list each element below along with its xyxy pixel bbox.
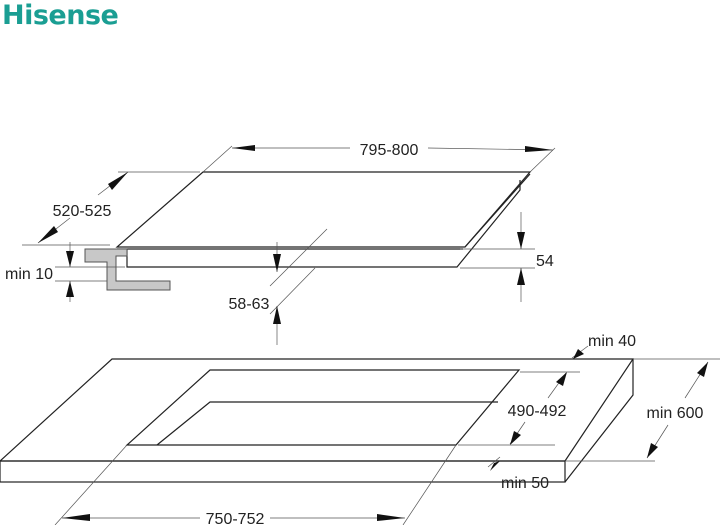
arrow-icon	[525, 146, 553, 152]
arrow-icon	[108, 172, 128, 190]
arrow-icon	[232, 145, 255, 151]
dim-width-label: 795-800	[360, 142, 419, 159]
dim-worktop-depth-label: min 600	[647, 405, 704, 422]
dim-width: 795-800	[202, 142, 556, 173]
arrow-icon	[697, 362, 708, 377]
dim-worktop-depth: min 600	[565, 358, 720, 462]
arrow-icon	[273, 254, 281, 272]
dim-depth: 520-525	[22, 171, 200, 246]
worktop-drawing	[0, 358, 635, 483]
dim-cutout-depth: 490-492	[458, 371, 580, 446]
arrow-icon	[62, 514, 90, 521]
arrow-icon	[66, 251, 74, 267]
dim-front-margin: min 50	[487, 456, 549, 492]
dim-cutout-width-label: 750-752	[206, 511, 265, 525]
arrow-icon	[556, 372, 567, 386]
arrow-icon	[647, 443, 658, 458]
arrow-icon	[38, 226, 58, 243]
arrow-icon	[273, 306, 281, 324]
mounting-bracket	[84, 248, 171, 291]
arrow-icon	[377, 514, 405, 521]
arrow-icon	[510, 431, 521, 445]
dim-depth-label: 520-525	[53, 203, 112, 220]
dim-cutout-width: 750-752	[54, 444, 457, 525]
dim-total-height-label: 58-63	[229, 296, 270, 313]
dim-hob-height-label: 54	[536, 253, 554, 270]
dim-cutout-depth-label: 490-492	[508, 403, 567, 420]
dim-back-margin: min 40	[571, 333, 636, 359]
dim-clearance: min 10	[5, 242, 125, 302]
dim-total-height: 58-63	[229, 228, 328, 345]
dim-back-margin-label: min 40	[588, 333, 636, 350]
arrow-icon	[517, 232, 525, 249]
hob-glass-top	[115, 171, 532, 248]
brand-logo: Hisense	[2, 0, 119, 31]
hob-drawing	[84, 171, 532, 291]
cutout	[125, 369, 521, 446]
arrow-icon	[490, 461, 500, 471]
dim-hob-height: 54	[460, 212, 554, 302]
dim-clearance-label: min 10	[5, 266, 53, 283]
dim-front-margin-label: min 50	[501, 475, 549, 492]
arrow-icon	[66, 281, 74, 297]
arrow-icon	[573, 349, 584, 359]
arrow-icon	[517, 268, 525, 285]
